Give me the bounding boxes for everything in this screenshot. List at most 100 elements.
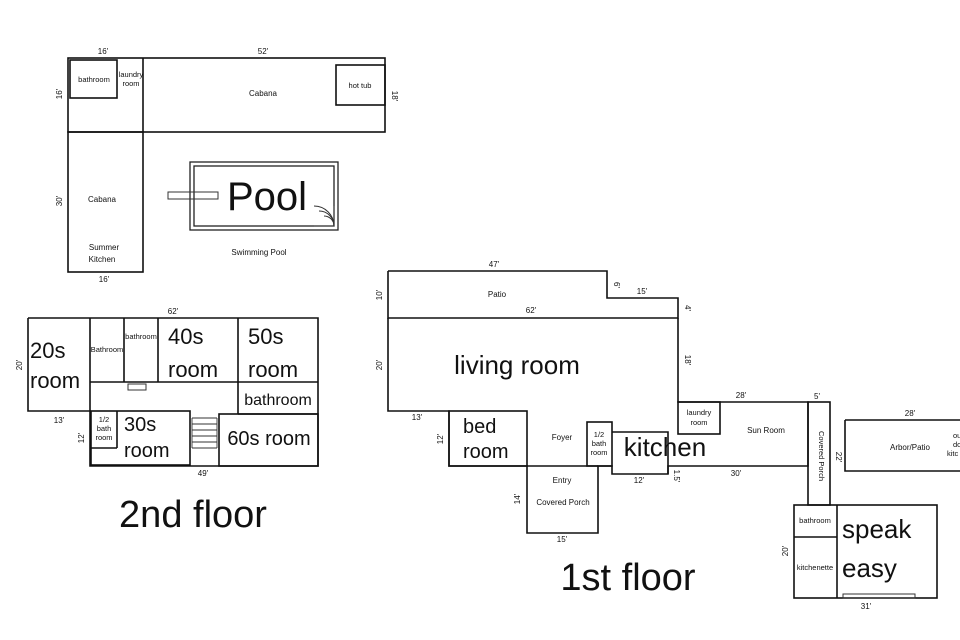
cabana-side-label: Cabana: [88, 195, 117, 204]
outdoor-label-2: do: [953, 440, 960, 449]
bed-room-label-2: room: [463, 441, 509, 463]
outdoor-label-3: kitc: [947, 449, 959, 458]
dim-30: 30': [731, 469, 742, 478]
kitchenette-label: kitchenette: [797, 563, 833, 572]
pool-laundry-label-2: room: [122, 79, 139, 88]
room-40s-label-1: 40s: [168, 324, 203, 349]
patio-label: Patio: [488, 290, 507, 299]
dim-52: 52': [258, 47, 269, 56]
room-30s-label-1: 30s: [124, 414, 156, 436]
room-60s-label: 60s room: [227, 428, 310, 450]
pool-label: Pool: [227, 175, 307, 219]
dim-28: 28': [736, 391, 747, 400]
bed-room-label-1: bed: [463, 416, 496, 438]
room-60s-outline: [218, 413, 319, 467]
room-20s-label-2: room: [30, 368, 80, 393]
diving-board: [167, 191, 219, 200]
pool-inner-outline: [193, 165, 335, 227]
half-bath-label-2: bath: [97, 424, 112, 433]
kitchen-outline: [612, 431, 669, 474]
room-50s-label-1: 50s: [248, 324, 283, 349]
vanity-fixture: [127, 383, 147, 391]
dim-6: 6': [612, 282, 621, 288]
pool-area: 16' 52' 16' 18' 30' 16' bathroom laundry…: [55, 47, 399, 284]
cabana-building-side: [67, 131, 144, 273]
speak-easy-door: [842, 593, 916, 599]
dim-13-first: 13': [412, 413, 423, 422]
dim-18-right: 18': [390, 91, 399, 102]
dim-31: 31': [861, 602, 872, 611]
pool-bathroom-outline: [69, 59, 118, 99]
living-room-label: living room: [454, 350, 580, 380]
covered-porch-side-label: Covered Porch: [817, 431, 826, 481]
cabana-top-label: Cabana: [249, 89, 278, 98]
entry-label: Entry: [553, 476, 572, 485]
dim-20-first: 20': [375, 359, 384, 370]
half-bath-label-1: 1/2: [99, 415, 109, 424]
kitchen-label: kitchen: [624, 432, 706, 462]
second-floor-title: 2nd floor: [119, 494, 267, 536]
hot-tub-outline: [335, 64, 386, 106]
dim-12-bottom: 12': [634, 476, 645, 485]
sun-room-label: Sun Room: [747, 426, 785, 435]
swimming-pool-label: Swimming Pool: [231, 248, 286, 257]
speak-easy-label-1: speak: [842, 514, 912, 544]
first-half-bath-label-1: 1/2: [594, 430, 604, 439]
room-30s-label-2: room: [124, 440, 170, 462]
speak-easy-label-2: easy: [842, 553, 897, 583]
half-bath-label-3: room: [95, 433, 112, 442]
dim-13: 13': [54, 416, 65, 425]
second-floor: 62' 20' 13' 12' 49' 20s room Bathroom ba…: [15, 307, 319, 536]
first-half-bath-label-2: bath: [592, 439, 607, 448]
pool-outline: [189, 161, 339, 231]
room-20s-label-1: 20s: [30, 338, 65, 363]
arbor-outline: [844, 420, 960, 472]
dim-30-left: 30': [55, 195, 64, 206]
hot-tub-label: hot tub: [349, 81, 372, 90]
dim-15-top: 15': [637, 287, 648, 296]
stairs-icon: [191, 417, 218, 449]
dim-14: 14': [513, 493, 522, 504]
dim-16-left: 16': [55, 88, 64, 99]
dim-10: 10': [375, 289, 384, 300]
dim-49: 49': [198, 469, 209, 478]
dim-18: 18': [683, 355, 692, 366]
bathroom-big-label: bathroom: [244, 392, 312, 409]
dim-4: 4': [683, 305, 692, 311]
covered-porch-label: Covered Porch: [536, 498, 589, 507]
second-floor-outline: [27, 317, 319, 467]
dim-1-5: 1.5': [672, 470, 681, 483]
room-50s-label-2: room: [248, 357, 298, 382]
dim-16-top: 16': [98, 47, 109, 56]
room-40s-label-2: room: [168, 357, 218, 382]
first-floor-title: 1st floor: [560, 557, 696, 599]
dim-12: 12': [77, 432, 86, 443]
speak-bathroom-label: bathroom: [799, 516, 831, 525]
bathroom-b-label: bathroom: [125, 332, 157, 341]
bed-room-outline: [448, 410, 528, 467]
dim-20-speak: 20': [781, 545, 790, 556]
summer-kitchen-label-1: Summer: [89, 243, 120, 252]
pool-steps-icon: [313, 205, 335, 227]
pool-laundry-label-1: laundry: [119, 70, 144, 79]
summer-kitchen-label-2: Kitchen: [89, 255, 116, 264]
dim-47: 47': [489, 260, 500, 269]
half-bath-outline: [586, 421, 613, 467]
dim-16-bottom: 16': [99, 275, 110, 284]
laundry-outline: [677, 401, 721, 435]
cabana-building-top: [67, 57, 386, 133]
outdoor-label-1: ou: [953, 431, 960, 440]
dim-62: 62': [168, 307, 179, 316]
dim-15-bottom: 15': [557, 535, 568, 544]
room-30s-outline: [90, 410, 191, 466]
foyer-label: Foyer: [552, 433, 573, 442]
dim-28-arbor: 28': [905, 409, 916, 418]
pool-bathroom-label: bathroom: [78, 75, 110, 84]
main-house-outline: [387, 318, 809, 534]
dim-5: 5': [814, 392, 820, 401]
dim-20: 20': [15, 359, 24, 370]
first-half-bath-label-3: room: [590, 448, 607, 457]
arbor-patio-label: Arbor/Patio: [890, 443, 931, 452]
first-floor: 47' 10' 6' 15' 62' 4' 20' 18' 13' 12' 28…: [375, 260, 960, 611]
